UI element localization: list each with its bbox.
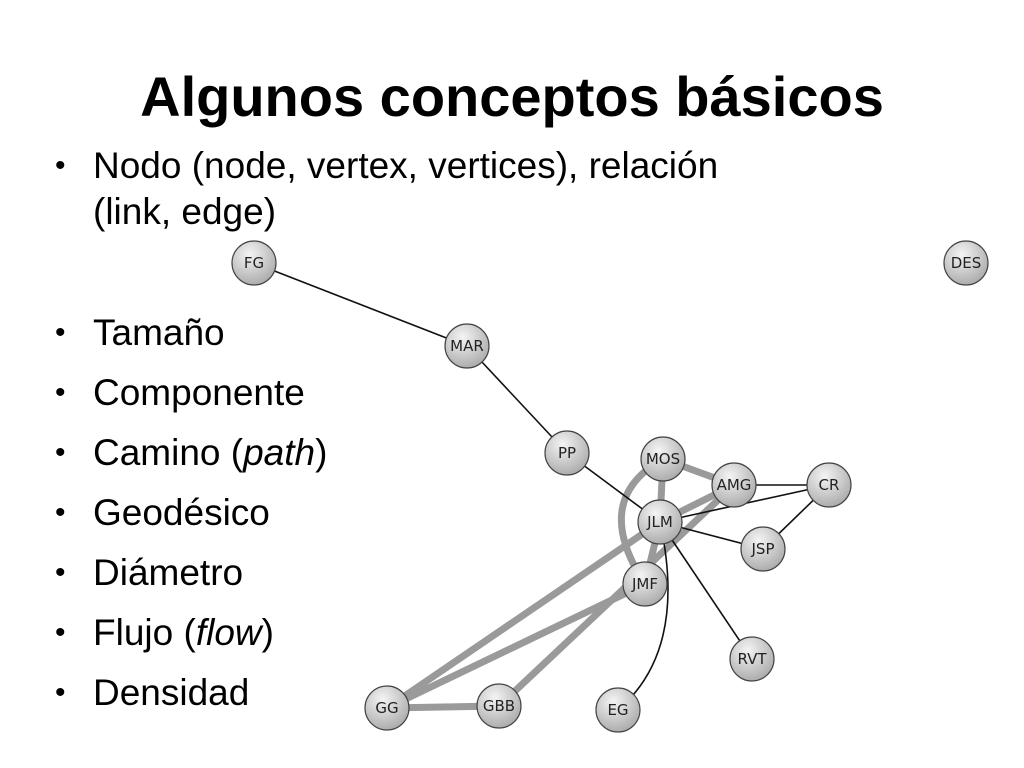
bullet-path-em: path — [243, 432, 316, 473]
edge-mar-pp — [466, 345, 568, 454]
node-label: MAR — [450, 337, 484, 355]
bullet-dot: • — [55, 316, 66, 349]
node-label: AMG — [717, 476, 752, 494]
edge-jmf-gg — [383, 580, 649, 712]
node-mos: MOS — [640, 436, 686, 482]
bullet-item-diameter: • Diámetro — [55, 550, 243, 596]
edge-fg-mar — [253, 262, 468, 347]
bullet-dot: • — [55, 616, 66, 649]
nodes-layer: FG DES MAR PP MOS AMG CR JLM JSP JMF RVT GG GBB EG — [231, 240, 989, 733]
bullet-density-text: Densidad — [93, 672, 250, 713]
node-label: JSP — [751, 540, 775, 558]
node-label: EG — [607, 701, 628, 719]
node-eg: EG — [595, 687, 641, 733]
bullet-component-text: Componente — [93, 372, 305, 413]
node-circle — [806, 462, 852, 508]
node-label: GBB — [483, 697, 515, 715]
node-des: DES — [943, 240, 989, 286]
node-amg: AMG — [711, 462, 757, 508]
node-pp: PP — [544, 430, 590, 476]
node-circle — [640, 436, 686, 482]
node-label: GG — [375, 699, 398, 717]
node-rvt: RVT — [729, 636, 775, 682]
bullet-size-text: Tamaño — [93, 312, 225, 353]
bullet-path-post: ) — [315, 432, 328, 473]
node-jlm: JLM — [637, 499, 683, 545]
node-circle — [622, 561, 668, 607]
node-label: MOS — [646, 450, 680, 468]
node-cr: CR — [806, 462, 852, 508]
bullet-dot: • — [55, 149, 66, 182]
node-circle — [729, 636, 775, 682]
bullet-dot: • — [55, 556, 66, 589]
bullet-dot: • — [55, 376, 66, 409]
node-circle — [943, 240, 989, 286]
bullet-item-flow: • Flujo (flow) — [55, 610, 274, 656]
bullet-flow-em: flow — [195, 612, 262, 653]
node-label: RVT — [737, 650, 767, 668]
node-label: FG — [244, 254, 264, 272]
node-circle — [740, 526, 786, 572]
bullet-item-size: • Tamaño — [55, 310, 225, 356]
bullet-dot: • — [55, 436, 66, 469]
bullet-node-text: Nodo (node, vertex, vertices), relación — [93, 145, 719, 186]
bullet-path-pre: Camino ( — [93, 432, 244, 473]
edge-jlm-rvt — [659, 521, 753, 660]
bullet-diameter-text: Diámetro — [93, 552, 244, 593]
bullet-item-component: • Componente — [55, 370, 305, 416]
node-circle — [444, 323, 490, 369]
node-label: JMF — [631, 575, 658, 593]
node-label: DES — [951, 254, 982, 272]
bullet-flow-pre: Flujo ( — [93, 612, 196, 653]
node-fg: FG — [231, 240, 277, 286]
node-gbb: GBB — [476, 683, 522, 729]
node-circle — [711, 462, 757, 508]
node-circle — [231, 240, 277, 286]
node-circle — [595, 687, 641, 733]
bullet-item-geodesic: • Geodésico — [55, 490, 270, 536]
bullet-item-path: • Camino (path) — [55, 430, 327, 476]
bullet-dot: • — [55, 496, 66, 529]
node-circle — [544, 430, 590, 476]
node-label: JLM — [646, 513, 673, 531]
node-label: PP — [558, 444, 576, 462]
node-circle — [476, 683, 522, 729]
bullet-geodesic-text: Geodésico — [93, 492, 270, 533]
node-jsp: JSP — [740, 526, 786, 572]
slide-title: Algunos conceptos básicos — [140, 65, 884, 128]
bullet-dot: • — [55, 676, 66, 709]
node-gg: GG — [364, 685, 410, 731]
bullet-node-text-cont: (link, edge) — [93, 191, 277, 232]
node-mar: MAR — [444, 323, 490, 369]
node-label: CR — [819, 476, 840, 494]
bullet-flow-post: ) — [261, 612, 274, 653]
node-jmf: JMF — [622, 561, 668, 607]
bullet-item-density: • Densidad — [55, 670, 249, 716]
bullet-item-node: • Nodo (node, vertex, vertices), relación… — [55, 143, 893, 235]
node-circle — [637, 499, 683, 545]
edge-jlm-gg — [383, 518, 664, 712]
node-circle — [364, 685, 410, 731]
